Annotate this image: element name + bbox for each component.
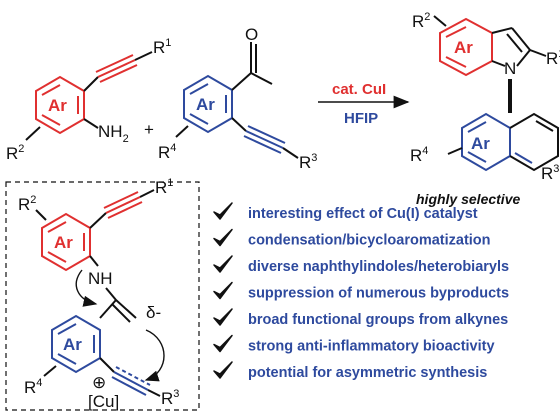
product-r1: R1: [546, 48, 560, 68]
feature-text: condensation/bicycloaromatization: [248, 233, 491, 249]
feature-item: potential for asymmetric synthesis: [213, 361, 487, 381]
checkmark-icon: [213, 228, 233, 247]
feature-item: condensation/bicycloaromatization: [213, 228, 491, 249]
checkmark-icon: [213, 202, 233, 220]
ring-label-ar: Ar: [48, 96, 67, 115]
substituent-r4: R4: [158, 142, 176, 162]
triple-bond: [243, 125, 286, 154]
feature-list: interesting effect of Cu(I) catalyst cond…: [213, 202, 509, 381]
indole-ring-label: Ar: [454, 38, 473, 57]
feature-text: broad functional groups from alkynes: [248, 312, 508, 328]
curved-arrow-1: [75, 269, 98, 307]
substituent-r3: R3: [299, 152, 317, 172]
feature-item: broad functional groups from alkynes: [213, 308, 508, 328]
product-naphthylindole: Ar N R1 R2 Ar R3 R4: [410, 11, 560, 183]
reactant-alkynylaniline: Ar R1 NH2 R2: [6, 37, 171, 163]
imine-nh: NH: [88, 269, 113, 288]
checkmark-icon: [213, 281, 233, 300]
selectivity-label: highly selective: [416, 191, 520, 207]
feature-item: strong anti-inflammatory bioactivity: [213, 334, 495, 355]
substituent-r1: R1: [153, 37, 171, 57]
intermediate-r4: R4: [24, 377, 42, 397]
product-r4: R4: [410, 145, 428, 165]
plus-sign: +: [144, 120, 154, 139]
triple-bond: [95, 54, 138, 83]
intermediate-box: [5, 181, 200, 411]
intermediate-r1: R1: [155, 177, 173, 197]
checkmark-icon: [213, 361, 233, 379]
intermediate-r2: R2: [18, 194, 36, 214]
ring-label-ar: Ar: [196, 95, 215, 114]
feature-item: suppression of numerous byproducts: [213, 281, 509, 302]
curved-arrow-2: [144, 329, 165, 382]
intermediate-structure: Ar R1 R2 NH δ- Ar R4: [18, 177, 179, 411]
checkmark-icon: [213, 308, 233, 326]
product-r3: R3: [541, 163, 559, 183]
positive-charge-icon: ⊕: [92, 373, 106, 392]
naphth-ring-label: Ar: [471, 134, 490, 153]
substituent-r2: R2: [6, 143, 24, 163]
feature-text: interesting effect of Cu(I) catalyst: [248, 206, 478, 222]
feature-text: diverse naphthylindoles/heterobiaryls: [248, 259, 509, 275]
amine-group: NH2: [98, 122, 129, 145]
ring-label-ar: Ar: [63, 335, 82, 354]
feature-text: potential for asymmetric synthesis: [248, 365, 487, 381]
reactant-alkynyl-ketone: Ar O R3 R4: [158, 25, 317, 172]
catalyst-label: cat. CuI: [332, 81, 386, 98]
feature-text: strong anti-inflammatory bioactivity: [248, 339, 495, 355]
product-r2: R2: [412, 11, 430, 31]
indole-nitrogen: N: [504, 59, 516, 78]
checkmark-icon: [213, 334, 233, 353]
solvent-label: HFIP: [344, 110, 378, 127]
feature-item: interesting effect of Cu(I) catalyst: [213, 202, 478, 222]
partial-charge: δ-: [146, 303, 161, 322]
ring-label-ar: Ar: [54, 233, 73, 252]
feature-item: diverse naphthylindoles/heterobiaryls: [213, 255, 509, 275]
checkmark-icon: [213, 255, 233, 273]
feature-text: suppression of numerous byproducts: [248, 286, 509, 302]
intermediate-r3: R3: [161, 388, 179, 408]
carbonyl-oxygen: O: [245, 25, 258, 44]
reaction-arrow: cat. CuI HFIP: [318, 81, 410, 127]
copper-catalyst: [Cu]: [88, 392, 119, 411]
